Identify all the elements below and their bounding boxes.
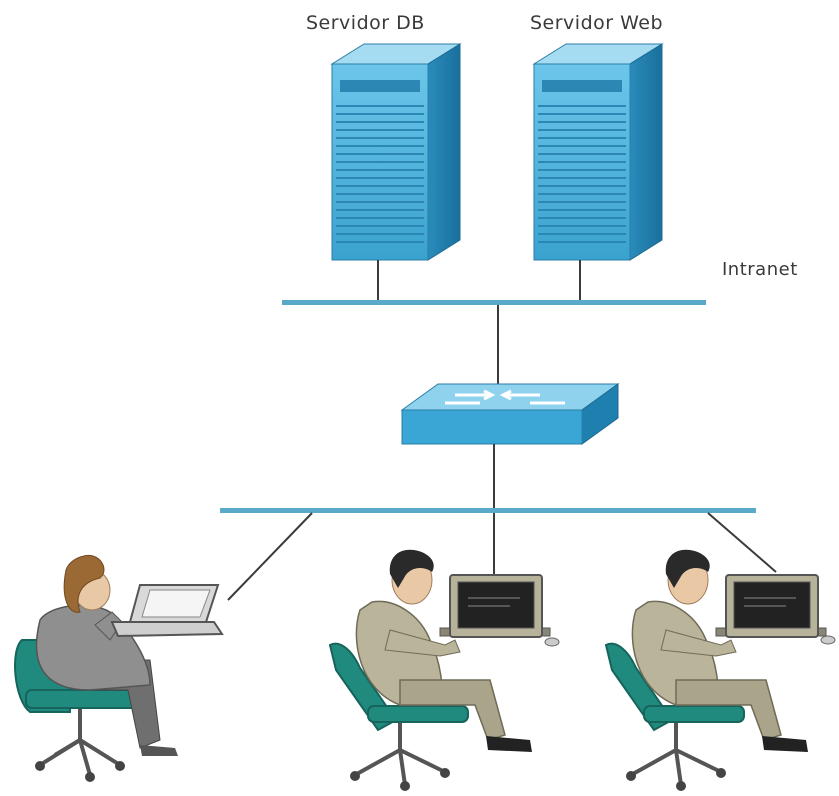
desktop-user-icon: [328, 549, 560, 791]
lan-bus: [220, 508, 756, 513]
web-server-label: Servidor Web: [530, 12, 664, 34]
desktop-user-icon: [604, 549, 836, 791]
network-switch-icon: [400, 383, 620, 445]
db-server-icon: [330, 43, 462, 261]
workstation-drop-lines: [227, 512, 777, 601]
intranet-label: Intranet: [722, 259, 798, 280]
db-server-label: Servidor DB: [306, 12, 425, 34]
laptop-user-icon: [14, 554, 224, 782]
intranet-bus: [282, 300, 706, 305]
server-drop-lines: [377, 260, 581, 302]
web-server-icon: [532, 43, 664, 261]
